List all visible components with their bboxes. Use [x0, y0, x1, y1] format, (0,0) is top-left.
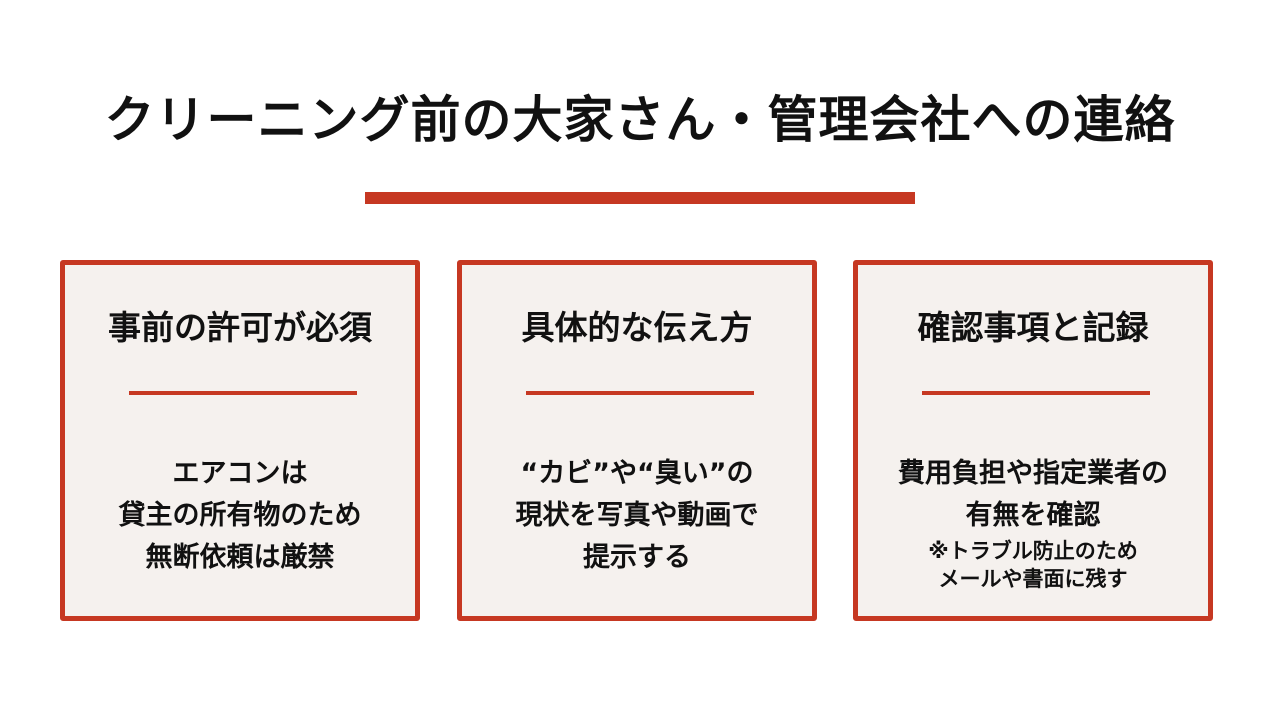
card-body-line: エアコンは	[172, 458, 308, 489]
card-divider	[526, 391, 754, 395]
card-confirm-and-record: 確認事項と記録 費用負担や指定業者の 有無を確認 ※トラブル防止のため メールや…	[853, 260, 1213, 621]
card-heading: 具体的な伝え方	[521, 308, 753, 347]
card-body-line: 費用負担や指定業者の	[898, 458, 1168, 489]
card-divider	[129, 391, 357, 395]
card-body-line: 貸主の所有物のため	[118, 500, 362, 531]
title-underline	[365, 192, 915, 204]
card-heading: 事前の許可が必須	[108, 308, 372, 347]
card-body: “カビ”や“臭い”の 現状を写真や動画で 提示する	[462, 453, 812, 579]
card-body-line: 提示する	[583, 542, 691, 573]
card-prior-permission: 事前の許可が必須 エアコンは 貸主の所有物のため 無断依頼は厳禁	[60, 260, 420, 621]
card-body-line: “カビ”や“臭い”の	[520, 458, 754, 489]
card-heading: 確認事項と記録	[917, 308, 1149, 347]
card-body: エアコンは 貸主の所有物のため 無断依頼は厳禁	[65, 453, 415, 579]
card-body-line: 無断依頼は厳禁	[145, 542, 335, 573]
page-title: クリーニング前の大家さん・管理会社への連絡	[104, 91, 1176, 149]
card-body-line: 現状を写真や動画で	[515, 500, 759, 531]
card-note-line: ※トラブル防止のため	[928, 539, 1138, 563]
card-body: 費用負担や指定業者の 有無を確認 ※トラブル防止のため メールや書面に残す	[858, 453, 1208, 593]
card-how-to-communicate: 具体的な伝え方 “カビ”や“臭い”の 現状を写真や動画で 提示する	[457, 260, 817, 621]
card-divider	[922, 391, 1150, 395]
card-note-line: メールや書面に残す	[938, 567, 1128, 591]
card-body-line: 有無を確認	[965, 500, 1101, 531]
